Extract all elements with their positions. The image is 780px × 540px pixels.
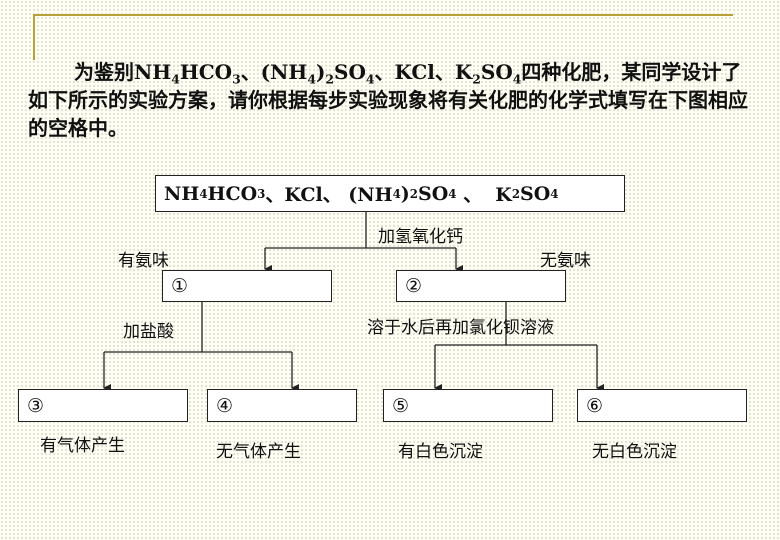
result-gas-produced: 有气体产生 [40, 436, 125, 456]
answer-box-1[interactable]: ① [162, 270, 332, 302]
step-label-hydrochloric-acid: 加盐酸 [123, 322, 174, 342]
step-label-calcium-hydroxide: 加氢氧化钙 [378, 227, 463, 247]
result-no-gas: 无气体产生 [216, 442, 301, 462]
step-label-barium-chloride: 溶于水后再加氯化钡溶液 [367, 318, 554, 338]
decor-vertical-line [33, 14, 35, 60]
question-text: 为鉴别NH4HCO3、(NH4)2SO4、KCl、K2SO4四种化肥，某同学设计… [28, 60, 748, 140]
observation-no-ammonia-smell: 无氨味 [540, 251, 591, 271]
answer-box-4[interactable]: ④ [207, 389, 357, 422]
result-no-white-precipitate: 无白色沉淀 [592, 442, 677, 462]
answer-box-5[interactable]: ⑤ [383, 389, 553, 422]
result-white-precipitate: 有白色沉淀 [398, 442, 483, 462]
observation-ammonia-smell: 有氨味 [118, 251, 169, 271]
answer-box-6[interactable]: ⑥ [577, 389, 747, 422]
answer-box-3[interactable]: ③ [18, 389, 188, 422]
answer-box-2[interactable]: ② [396, 270, 566, 302]
decor-horizontal-line [33, 14, 733, 16]
